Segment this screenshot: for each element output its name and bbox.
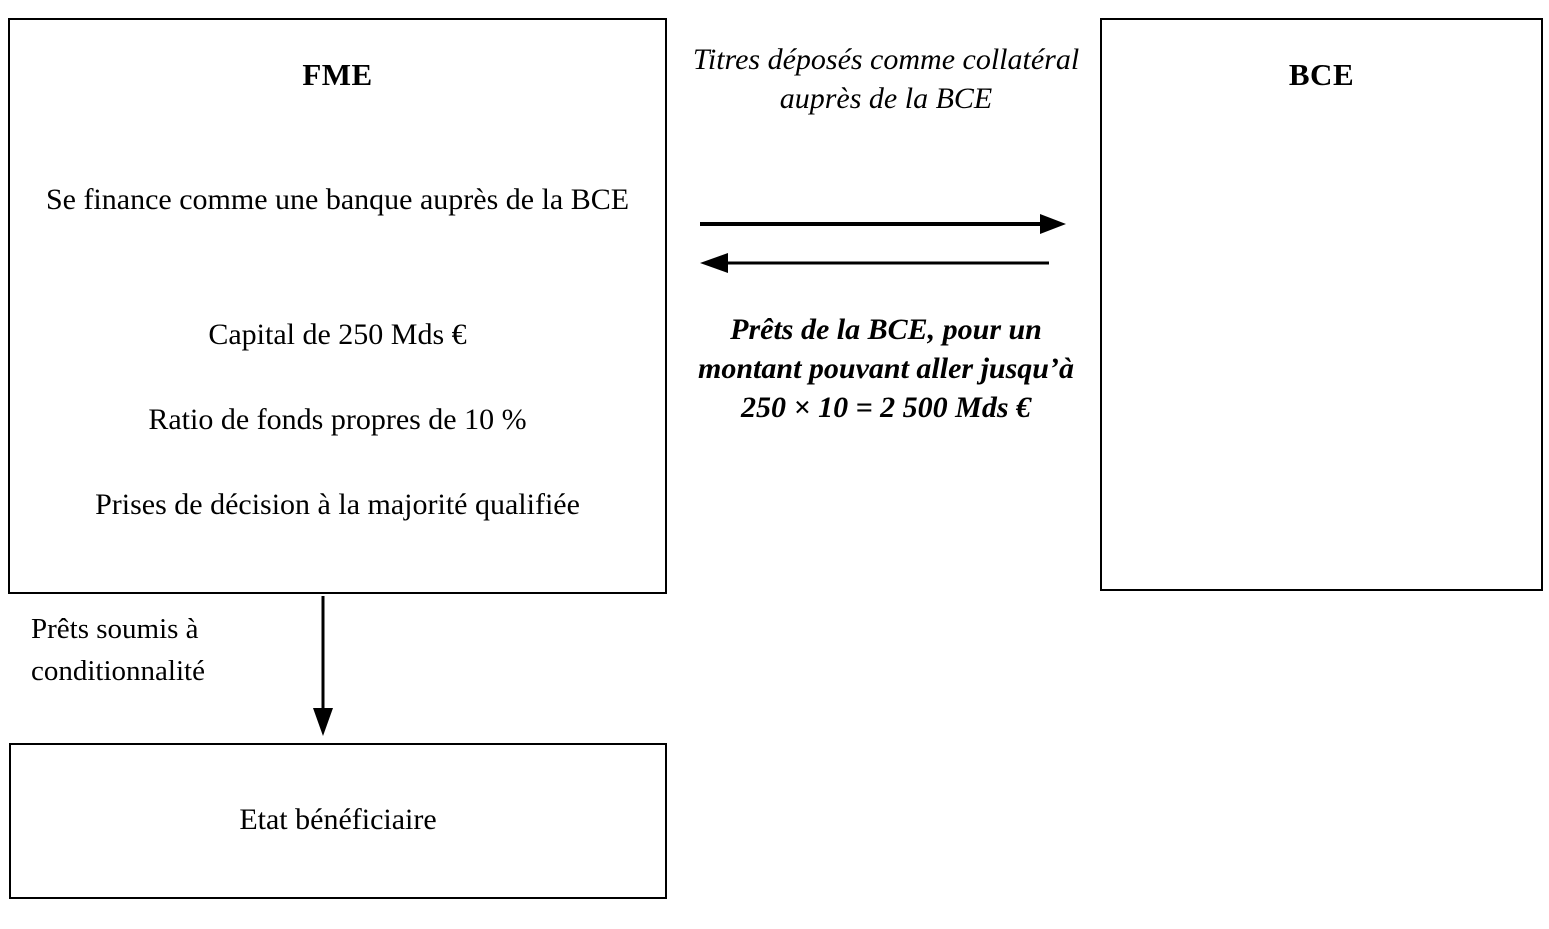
fme-line-financing: Se finance comme une banque auprès de la…	[45, 183, 630, 216]
fme-line-capital: Capital de 250 Mds €	[208, 318, 467, 351]
fme-to-bce-connector-label: Titres déposés comme collatéral auprès d…	[692, 43, 1080, 115]
bce-box: BCE	[1100, 18, 1543, 591]
arrow-left-icon	[700, 253, 1049, 273]
fme-box: FME Se finance comme une banque auprès d…	[8, 18, 667, 594]
arrow-left-svg	[700, 253, 1049, 273]
fme-to-etat-connector-label: Prêts soumis à conditionnalité	[31, 613, 205, 687]
fme-line-ratio: Ratio de fonds propres de 10 %	[148, 403, 527, 436]
arrow-down-svg	[313, 596, 333, 736]
arrow-right-icon	[700, 214, 1066, 234]
etat-beneficiaire-box: Etat bénéficiaire	[9, 743, 667, 899]
etat-beneficiaire-label: Etat bénéficiaire	[239, 803, 437, 836]
arrow-down-icon	[312, 596, 334, 736]
arrow-right-svg	[700, 214, 1066, 234]
bce-box-title: BCE	[1288, 57, 1355, 92]
fme-line-decision: Prises de décision à la majorité qualifi…	[95, 488, 580, 521]
fme-box-title: FME	[302, 57, 373, 92]
bce-to-fme-connector-label: Prêts de la BCE, pour un montant pouvant…	[698, 313, 1074, 424]
